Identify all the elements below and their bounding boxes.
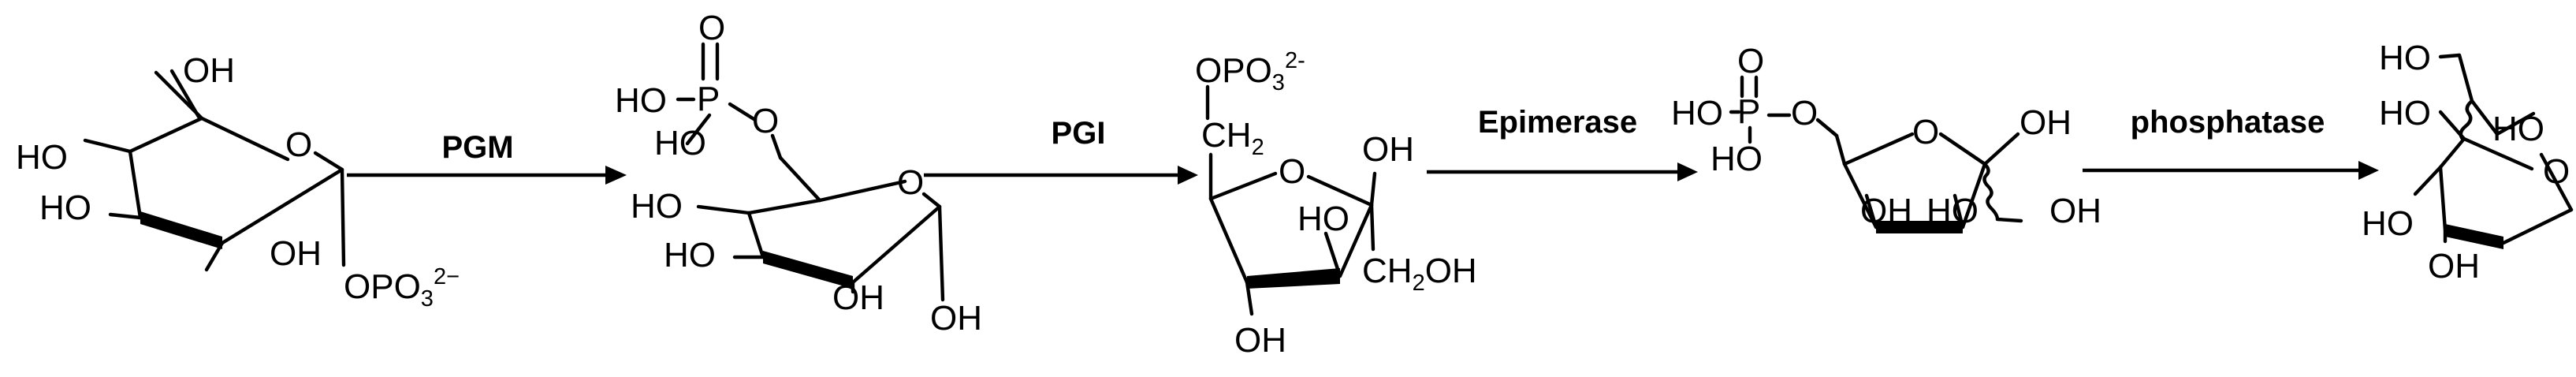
label-oh: OH [270, 234, 322, 273]
label-ho: HO [2492, 110, 2544, 148]
enzyme-label-epimerase: Epimerase [1478, 105, 1637, 140]
molecule-pyranose-product: HO HO HO HO O OH [2362, 39, 2574, 286]
label-ho: HO [1297, 200, 1349, 238]
label-ho: HO [654, 124, 706, 162]
molecule-furanose-epimer-phosphate: O P HO HO O O OH HO OH OH [1671, 42, 2101, 233]
label-oh: OH [183, 51, 235, 90]
label-oh: OH [832, 278, 884, 317]
label-ho: HO [631, 187, 683, 226]
label-ho: HO [1926, 192, 1979, 230]
label-ho: HO [1711, 140, 1763, 178]
label-o: O [285, 125, 312, 164]
enzyme-label-phosphatase: phosphatase [2131, 105, 2325, 140]
wavy-bond [1982, 162, 2023, 223]
molecule-glucose-6-phosphate: O P HO HO O O HO HO OH OH [615, 9, 982, 338]
label-p: P [697, 80, 720, 118]
molecule-fructose-6-phosphate: OPO32- CH2 O OH HO OH CH2OH [1195, 48, 1477, 360]
enzyme-label-pgm: PGM [441, 130, 513, 165]
label-ho: HO [39, 188, 91, 227]
label-oh: OH [1860, 192, 1912, 230]
label-oh: OH [2428, 247, 2480, 286]
label-o: O [2543, 152, 2570, 191]
arrow-phosphatase: phosphatase [2083, 105, 2379, 180]
label-o: O [1912, 113, 1939, 151]
arrow-epimerase: Epimerase [1427, 105, 1698, 181]
label-o: O [897, 163, 924, 202]
enzyme-label-pgi: PGI [1052, 116, 1106, 151]
label-o: O [1791, 94, 1818, 133]
wavy-bond [2459, 99, 2474, 141]
arrow-pgm: PGM [347, 130, 627, 185]
label-ch2: CH2 [1201, 116, 1264, 160]
label-oh: OH [930, 299, 982, 338]
label-o: O [698, 9, 725, 47]
label-ho: HO [2362, 204, 2414, 243]
label-p: P [1737, 92, 1760, 131]
label-oh: OH [2019, 103, 2072, 142]
label-ho: HO [664, 236, 716, 274]
label-oh: OH [2049, 192, 2101, 230]
molecule-glucose-1-phosphate: OH O HO HO OH OPO32− [16, 51, 460, 312]
label-o: O [752, 102, 779, 140]
label-ho: HO [615, 81, 667, 120]
label-o: O [1279, 152, 1305, 191]
label-opo3: OPO32- [1195, 48, 1305, 95]
label-oh: OH [1234, 321, 1286, 360]
label-opo3: OPO32− [344, 264, 460, 312]
label-oh: OH [1362, 130, 1414, 169]
label-ho: HO [16, 138, 68, 177]
label-ho: HO [1671, 94, 1723, 133]
label-ho: HO [2379, 94, 2431, 133]
label-o: O [1737, 42, 1764, 80]
arrow-pgi: PGI [924, 116, 1198, 185]
label-ho: HO [2379, 39, 2431, 77]
label-ch2oh: CH2OH [1362, 252, 1477, 296]
